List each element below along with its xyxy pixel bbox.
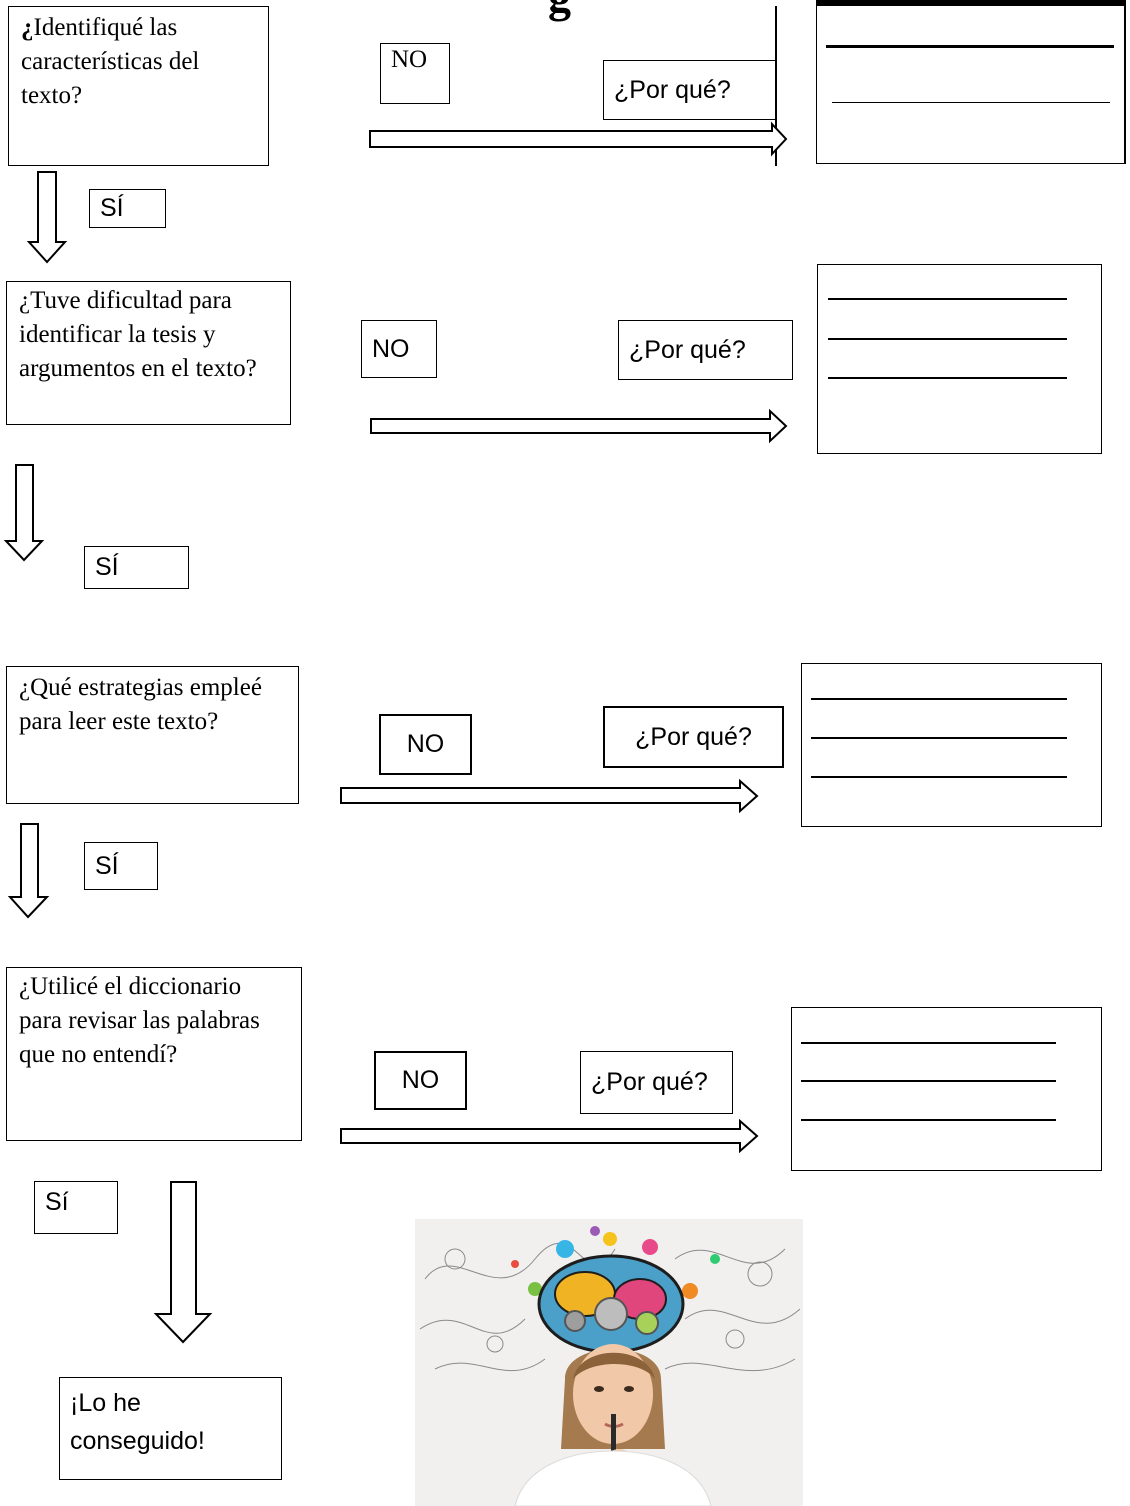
why-label-4-text: ¿Por qué? bbox=[591, 1068, 708, 1096]
question-box-3: ¿Qué estrategias empleé para leer este t… bbox=[6, 666, 299, 804]
no-label-1: NO bbox=[380, 43, 450, 104]
answer-line-1a bbox=[826, 45, 1114, 48]
yes-label-4: Sí bbox=[34, 1181, 118, 1234]
thinking-woman-brain-picture bbox=[415, 1219, 803, 1506]
answer-line-3b bbox=[811, 737, 1067, 739]
yes-label-4-text: Sí bbox=[45, 1188, 69, 1216]
why-label-4: ¿Por qué? bbox=[580, 1051, 733, 1114]
final-box: ¡Lo he conseguido! bbox=[59, 1377, 282, 1480]
title-fragment: g bbox=[548, 0, 571, 20]
answer-box-1 bbox=[816, 0, 1126, 164]
answer-line-3c bbox=[811, 776, 1067, 778]
no-label-2: NO bbox=[361, 320, 437, 378]
question-1-prefix: ¿ bbox=[21, 14, 34, 41]
answer-line-4a bbox=[801, 1042, 1056, 1044]
question-box-1: ¿Identifiqué las características del tex… bbox=[8, 6, 269, 166]
no-label-4-text: NO bbox=[401, 1066, 440, 1094]
no-label-1-text: NO bbox=[391, 46, 428, 73]
yes-label-1: SÍ bbox=[89, 189, 166, 228]
no-label-3-text: NO bbox=[406, 730, 445, 758]
question-4-text: ¿Utilicé el diccionario para revisar las… bbox=[19, 973, 260, 1068]
yes-label-2: SÍ bbox=[84, 546, 189, 589]
answer-line-1b bbox=[832, 102, 1110, 103]
yes-label-3: SÍ bbox=[84, 842, 158, 890]
question-box-2: ¿Tuve dificultad para identificar la tes… bbox=[6, 281, 291, 425]
answer-line-2b bbox=[828, 338, 1067, 340]
no-label-3: NO bbox=[379, 714, 472, 775]
answer-line-2c bbox=[828, 377, 1067, 379]
why-label-3: ¿Por qué? bbox=[603, 706, 784, 768]
yes-label-2-text: SÍ bbox=[95, 553, 119, 581]
question-2-text: ¿Tuve dificultad para identificar la tes… bbox=[19, 287, 257, 382]
why-label-1-text: ¿Por qué? bbox=[614, 75, 731, 104]
yes-label-1-text: SÍ bbox=[100, 194, 124, 222]
thinking-woman-brain-illustration bbox=[419, 1226, 801, 1506]
divider-line bbox=[775, 6, 777, 166]
no-label-4: NO bbox=[374, 1051, 467, 1110]
answer-line-2a bbox=[828, 298, 1067, 300]
answer-line-4b bbox=[801, 1080, 1056, 1082]
answer-line-4c bbox=[801, 1119, 1056, 1121]
answer-box-2 bbox=[817, 264, 1102, 454]
final-text: ¡Lo he conseguido! bbox=[70, 1389, 205, 1455]
why-label-2: ¿Por qué? bbox=[618, 320, 793, 380]
answer-line-3a bbox=[811, 698, 1067, 700]
no-label-2-text: NO bbox=[372, 334, 410, 363]
why-label-2-text: ¿Por qué? bbox=[629, 335, 746, 364]
why-label-3-text: ¿Por qué? bbox=[635, 722, 752, 751]
yes-label-3-text: SÍ bbox=[95, 851, 119, 880]
question-1-text: Identifiqué las características del text… bbox=[21, 14, 200, 109]
answer-box-4 bbox=[791, 1007, 1102, 1171]
answer-box-3 bbox=[801, 663, 1102, 827]
question-3-text: ¿Qué estrategias empleé para leer este t… bbox=[19, 674, 262, 735]
question-box-4: ¿Utilicé el diccionario para revisar las… bbox=[6, 967, 302, 1141]
why-label-1: ¿Por qué? bbox=[603, 60, 777, 120]
